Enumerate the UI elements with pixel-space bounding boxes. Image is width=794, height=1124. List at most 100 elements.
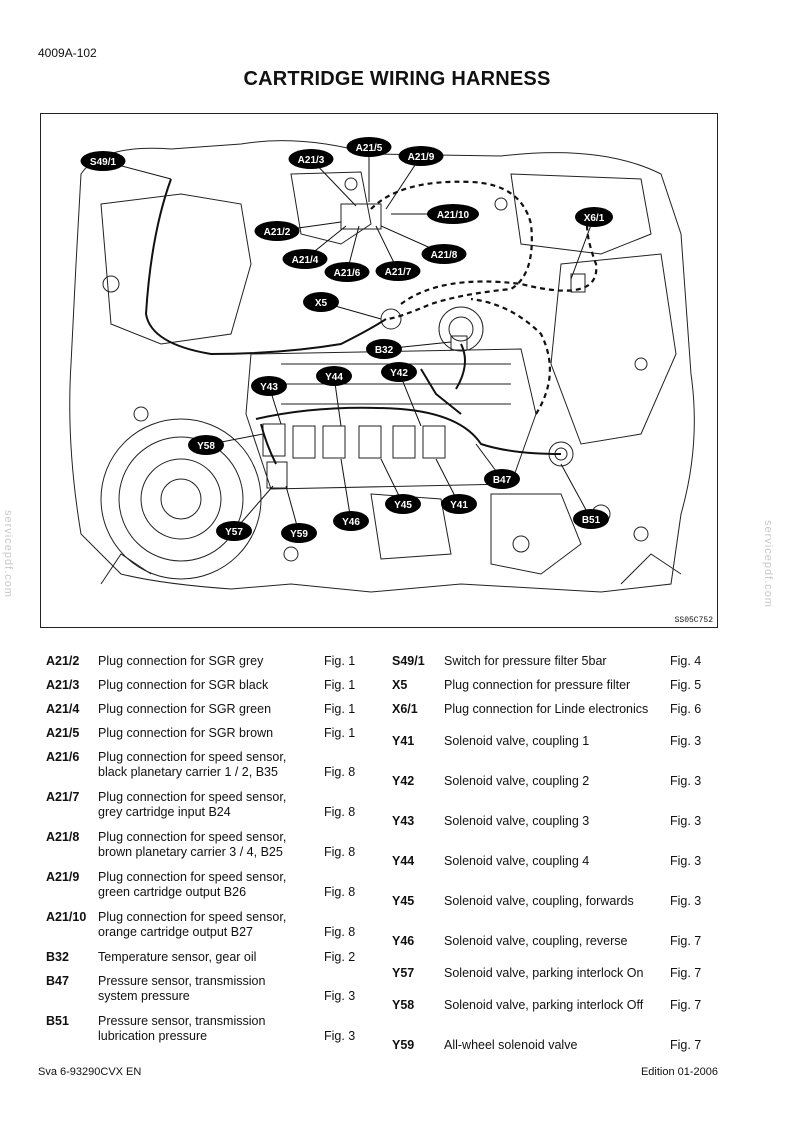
legend-figure-ref: Fig. 1 (324, 726, 356, 740)
legend-code: Y41 (392, 734, 415, 748)
legend-figure-ref: Fig. 3 (670, 774, 702, 788)
legend-description: Temperature sensor, gear oil (98, 950, 257, 964)
legend-description: Plug connection for SGR grey (98, 654, 264, 668)
legend-row: Y57 Solenoid valve, parking interlock On F… (392, 966, 722, 990)
document-number: 4009A-102 (38, 46, 97, 60)
footer-right: Edition 01-2006 (640, 1066, 718, 1078)
callout-a21-2: A21/2 (254, 221, 342, 241)
legend-code: A21/3 (46, 678, 80, 692)
legend-code: Y44 (392, 854, 415, 868)
callout-bubble (573, 509, 609, 529)
legend-code: A21/2 (46, 654, 80, 668)
callout-bubble (427, 204, 479, 224)
callout-a21-10: A21/10 (391, 204, 479, 224)
legend-figure-ref: Fig. 7 (670, 966, 702, 980)
legend-figure-ref: Fig. 3 (670, 814, 702, 828)
legend-figure-ref: Fig. 8 (324, 925, 356, 939)
callout-label: Y57 (225, 527, 243, 538)
legend-description: Plug connection for pressure filter (444, 678, 631, 692)
legend-figure-ref: Fig. 5 (670, 678, 702, 692)
callout-label: Y45 (394, 500, 412, 511)
footer-left: Sva 6-93290CVX EN (38, 1066, 142, 1078)
legend-description: Switch for pressure filter 5bar (444, 654, 607, 668)
callout-label: B51 (582, 515, 601, 526)
callout-label: Y42 (390, 368, 408, 379)
callout-label: Y44 (325, 372, 343, 383)
legend-figure-ref: Fig. 8 (324, 765, 356, 779)
legend-code: Y57 (392, 966, 415, 980)
callout-label: Y43 (260, 382, 278, 393)
callout-leader (570, 216, 595, 280)
legend-description: Solenoid valve, coupling 2 (444, 774, 590, 788)
legend-code: A21/5 (46, 726, 80, 740)
callout-b51: B51 (560, 463, 609, 529)
callout-a21-9: A21/9 (385, 146, 444, 210)
callout-y41: Y41 (435, 458, 477, 514)
legend-figure-ref: Fig. 6 (670, 702, 702, 716)
legend-description: Solenoid valve, parking interlock On (444, 966, 644, 980)
callout-bubble (288, 149, 334, 169)
legend-figure-ref: Fig. 3 (670, 734, 702, 748)
callout-y57: Y57 (216, 485, 274, 541)
legend-figure-ref: Fig. 8 (324, 885, 356, 899)
watermark-right: servicepdf.com (762, 520, 774, 608)
callout-bubble (188, 435, 224, 455)
legend-figure-ref: Fig. 8 (324, 845, 356, 859)
watermark-left: servicepdf.com (2, 510, 14, 598)
legend-description: Solenoid valve, coupling, forwards (444, 894, 634, 908)
callout-label: Y46 (342, 517, 360, 528)
callout-bubble (398, 146, 444, 166)
legend-description: All-wheel solenoid valve (444, 1038, 578, 1052)
callout-label: A21/6 (334, 268, 361, 279)
callout-bubble (421, 244, 467, 264)
callout-bubble (216, 521, 252, 541)
legend-code: A21/8 (46, 830, 80, 844)
callout-a21-5: A21/5 (346, 137, 392, 202)
callout-leader (340, 458, 352, 522)
callout-y45: Y45 (380, 458, 421, 514)
legend-code: A21/10 (46, 910, 87, 924)
callout-bubble (441, 494, 477, 514)
callout-label: X6/1 (584, 213, 605, 224)
callout-label: A21/5 (356, 143, 383, 154)
legend-figure-ref: Fig. 7 (670, 934, 702, 948)
callout-label: A21/4 (292, 255, 319, 266)
legend-code: X5 (392, 678, 408, 692)
callout-bubble (333, 511, 369, 531)
legend-code: B32 (46, 950, 69, 964)
callout-a21-7: A21/7 (375, 225, 421, 281)
legend-figure-ref: Fig. 3 (324, 989, 356, 1003)
legend-code: B47 (46, 974, 69, 988)
callout-label: A21/7 (385, 267, 412, 278)
callout-label: A21/8 (431, 250, 458, 261)
callout-label: A21/10 (437, 210, 470, 221)
legend-figure-ref: Fig. 3 (324, 1029, 356, 1043)
callout-bubble (254, 221, 300, 241)
legend-code: B51 (46, 1014, 69, 1028)
callout-bubble (282, 249, 328, 269)
legend-description: Solenoid valve, coupling 1 (444, 734, 590, 748)
legend-figure-ref: Fig. 7 (670, 1038, 702, 1052)
callout-label: Y58 (197, 441, 215, 452)
callout-y58: Y58 (188, 433, 264, 455)
legend-code: A21/7 (46, 790, 80, 804)
callout-bubble (80, 151, 126, 171)
callout-label: B47 (493, 475, 512, 486)
callout-a21-8: A21/8 (380, 225, 467, 264)
callout-bubble (375, 261, 421, 281)
callout-b47: B47 (475, 443, 520, 489)
legend-code: Y45 (392, 894, 415, 908)
legend-description: Solenoid valve, coupling 4 (444, 854, 590, 868)
